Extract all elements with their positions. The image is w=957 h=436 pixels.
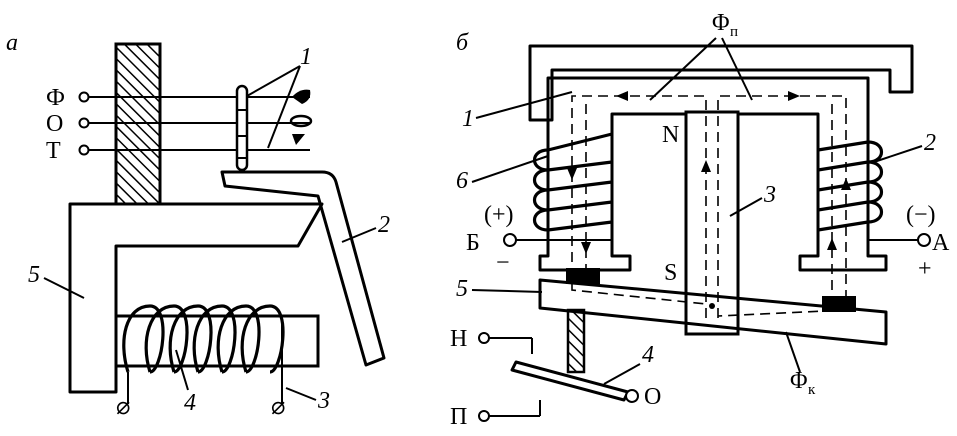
callout-b-1: 1 [462, 106, 474, 132]
contact-tip-upper [292, 89, 311, 104]
term-a-label: А [932, 230, 950, 256]
term-o-circle[interactable] [625, 389, 639, 403]
panel-a: а Ф О Т 1 [6, 30, 390, 420]
term-a-pol-bot: + [918, 256, 932, 282]
contact-tip-middle [289, 114, 313, 128]
flux-k-symbol: Φ [790, 368, 808, 394]
terminal-o-label: О [46, 111, 63, 137]
terminal-f-label: Ф [46, 85, 65, 111]
panel-b-label: б [456, 30, 469, 56]
pole-n: N [662, 122, 679, 148]
term-a-circle[interactable] [917, 233, 931, 247]
terminal-t-circle[interactable] [78, 144, 90, 156]
flux-k-sub: к [808, 382, 816, 398]
callout-a-5: 5 [28, 262, 40, 288]
terminal-t-label: Т [46, 138, 61, 164]
callout-a-4: 4 [184, 390, 196, 416]
terminal-o-circle[interactable] [78, 117, 90, 129]
terminal-wires [78, 91, 310, 156]
term-p-label: П [450, 404, 467, 430]
armature [220, 170, 386, 367]
pole-pad-right [822, 296, 856, 312]
callout-b-2: 2 [924, 130, 936, 156]
contact-lever [510, 360, 630, 402]
coil-terminal-right[interactable]: ⌀ [271, 394, 285, 420]
u-core [538, 76, 888, 272]
term-o-label: О [644, 384, 661, 410]
panel-a-label: а [6, 30, 18, 56]
callout-b-4: 4 [642, 342, 654, 368]
pole-pad-left [566, 268, 600, 284]
coil-left [516, 132, 613, 241]
contact-tip-lower [292, 134, 305, 145]
term-h-label: Н [450, 326, 467, 352]
flux-main-sub: п [730, 24, 738, 40]
magnetic-core [68, 202, 324, 394]
term-b-pol-bot: − [496, 250, 510, 276]
outer-yoke [528, 44, 914, 122]
term-p-circle[interactable] [478, 410, 490, 422]
callout-b-5: 5 [456, 276, 468, 302]
term-b-circle[interactable] [503, 233, 517, 247]
flux-main-symbol: Φ [712, 10, 730, 36]
flux-paths [567, 91, 851, 318]
callout-a-1: 1 [300, 44, 312, 70]
panel-b: б N S [450, 10, 950, 430]
term-a-pol-top: (−) [906, 202, 936, 228]
term-b-label: Б [466, 230, 480, 256]
pole-s: S [664, 260, 677, 286]
term-b-pol-top: (+) [484, 202, 514, 228]
pushrod-b [566, 308, 586, 374]
callout-a-2: 2 [378, 212, 390, 238]
contact-pushrod [235, 84, 249, 172]
callout-a-3: 3 [317, 388, 330, 414]
terminal-f-circle[interactable] [78, 91, 90, 103]
armature-plate [538, 278, 888, 346]
term-h-circle[interactable] [478, 332, 490, 344]
callout-b-6: 6 [456, 168, 468, 194]
coil-windings [122, 304, 285, 404]
coil-terminal-left[interactable]: ⌀ [116, 394, 130, 420]
coil-right [817, 140, 920, 241]
callout-b-3: 3 [763, 182, 776, 208]
permanent-magnet [684, 110, 740, 336]
